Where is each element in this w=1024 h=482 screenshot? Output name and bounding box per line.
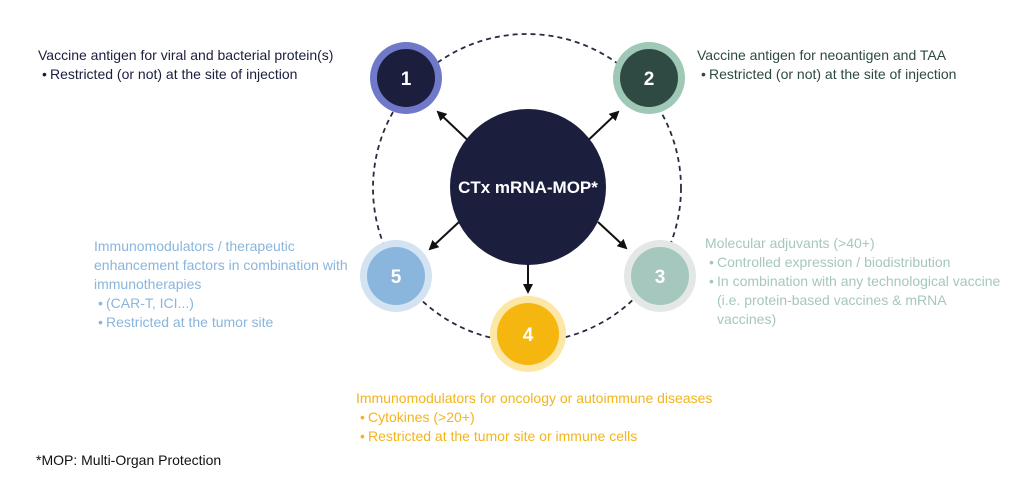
- node-4-title: Immunomodulators for oncology or autoimm…: [356, 390, 713, 406]
- node-2-description: Vaccine antigen for neoantigen and TAA R…: [697, 46, 956, 84]
- center-label: CTx mRNA-MOP*: [458, 178, 598, 197]
- arrow-to-5: [428, 221, 460, 251]
- node-4-core: [497, 303, 559, 365]
- node-5-bullet: Restricted at the tumor site: [94, 313, 359, 332]
- node-1-bullet: Restricted (or not) at the site of injec…: [38, 65, 333, 84]
- node-3-bullet: In combination with any technological va…: [705, 272, 1005, 329]
- node-5-bullet: (CAR-T, ICI...): [94, 294, 359, 313]
- node-1-number: 1: [401, 69, 412, 90]
- node-5-title: Immunomodulators / therapeutic enhanceme…: [94, 238, 348, 292]
- node-4-number: 4: [523, 325, 534, 346]
- node-3-title: Molecular adjuvants (>40+): [705, 235, 875, 251]
- node-5: 5: [360, 240, 432, 312]
- node-1-core: [377, 49, 435, 107]
- node-3-bullet: Controlled expression / biodistribution: [705, 253, 1005, 272]
- dashed-orbit: [372, 33, 682, 343]
- node-5-core: [367, 247, 425, 305]
- node-5-number: 5: [391, 267, 402, 288]
- node-3-core: [631, 247, 689, 305]
- node-2: 2: [613, 42, 685, 114]
- node-4-description: Immunomodulators for oncology or autoimm…: [356, 389, 712, 446]
- node-2-number: 2: [644, 69, 655, 90]
- node-3: 3: [624, 240, 696, 312]
- node-4-bullet: Restricted at the tumor site or immune c…: [356, 427, 712, 446]
- arrow-to-3: [597, 221, 628, 250]
- node-1-description: Vaccine antigen for viral and bacterial …: [38, 46, 333, 84]
- node-2-title: Vaccine antigen for neoantigen and TAA: [697, 47, 947, 63]
- node-4-bullet: Cytokines (>20+): [356, 408, 712, 427]
- node-3-number: 3: [655, 267, 666, 288]
- node-2-core: [620, 49, 678, 107]
- center-node: [450, 109, 606, 265]
- node-2-bullet: Restricted (or not) at the site of injec…: [697, 65, 956, 84]
- node-3-description: Molecular adjuvants (>40+) Controlled ex…: [705, 234, 1005, 329]
- node-5-description: Immunomodulators / therapeutic enhanceme…: [94, 237, 359, 332]
- footnote: *MOP: Multi-Organ Protection: [36, 452, 222, 468]
- node-1: 1: [370, 42, 442, 114]
- node-1-title: Vaccine antigen for viral and bacterial …: [38, 47, 334, 63]
- node-4: 4: [490, 296, 566, 372]
